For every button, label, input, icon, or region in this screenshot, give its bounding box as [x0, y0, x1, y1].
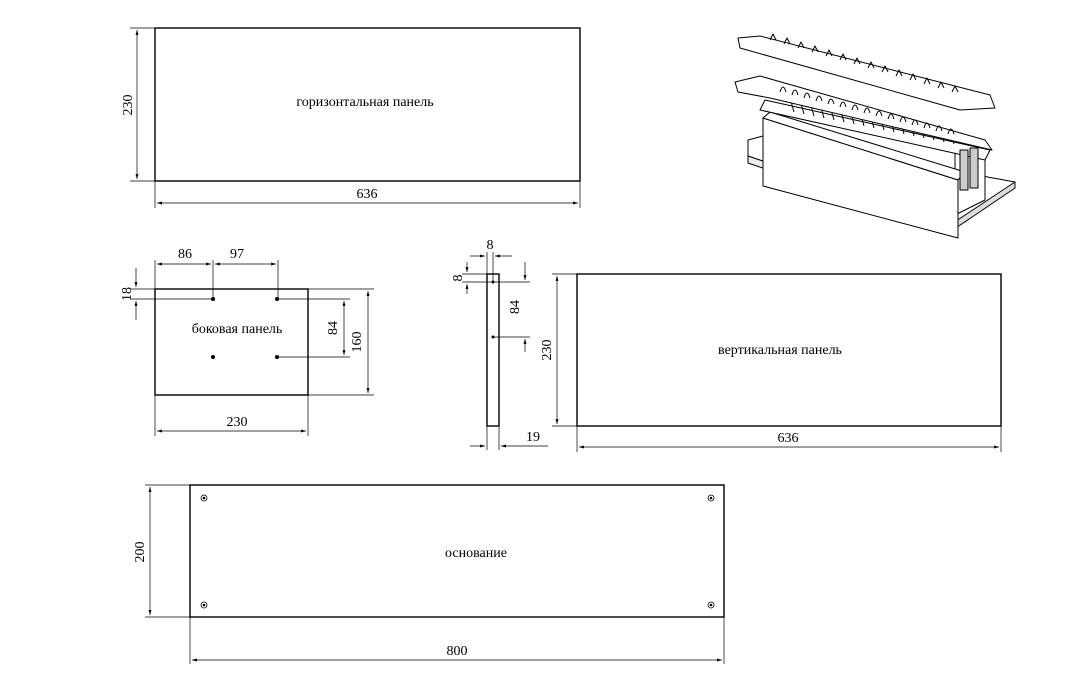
- side-dim-160: 160: [350, 332, 365, 353]
- vertical-panel: вертикальная панель 230 636: [540, 273, 1002, 452]
- edge-dim-19: 19: [526, 430, 540, 445]
- side-panel-label: боковая панель: [192, 322, 283, 337]
- horizontal-panel: горизонтальная панель 230 636: [121, 27, 581, 208]
- base-height-dim: 200: [133, 542, 148, 563]
- side-dim-84: 84: [326, 321, 341, 335]
- base-panel-label: основание: [445, 546, 507, 561]
- side-dim-18: 18: [120, 287, 135, 301]
- side-dim-97: 97: [230, 247, 244, 262]
- edge-dim-84: 84: [508, 300, 523, 314]
- side-panel: боковая панель 86 97 18 84 160 230: [120, 247, 374, 436]
- edge-view: 8 8 84 19: [451, 238, 548, 450]
- base-panel: основание 200 800: [133, 484, 725, 664]
- side-dim-86: 86: [178, 247, 192, 262]
- vertical-panel-label: вертикальная панель: [718, 343, 842, 358]
- side-width-dim: 230: [227, 415, 248, 430]
- edge-dim-8-top: 8: [487, 238, 494, 253]
- vertical-width-dim: 636: [778, 431, 799, 446]
- horizontal-width-dim: 636: [357, 187, 378, 202]
- horizontal-panel-label: горизонтальная панель: [296, 95, 433, 110]
- edge-dim-8-side: 8: [451, 275, 466, 282]
- base-width-dim: 800: [447, 644, 468, 659]
- horizontal-height-dim: 230: [121, 95, 136, 116]
- machine-isometric-icon: [734, 33, 1016, 239]
- vertical-height-dim: 230: [540, 340, 555, 361]
